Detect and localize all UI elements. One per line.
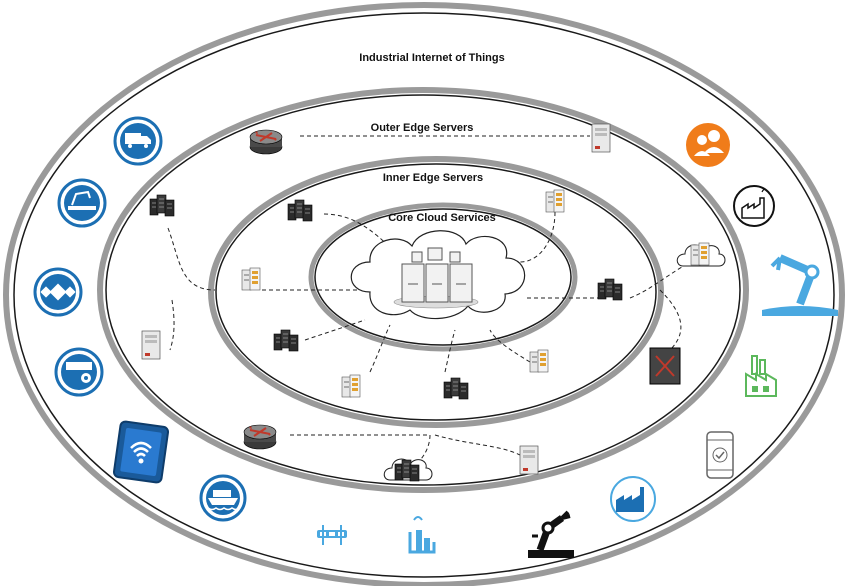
tower-server-icon [519, 445, 539, 475]
router-icon [243, 424, 277, 450]
inner-edge-ring-shadow [208, 156, 664, 428]
factory-blue-icon [610, 476, 656, 522]
tower-server-icon [591, 123, 611, 153]
router-icon [249, 129, 283, 155]
factory-gear-icon [54, 347, 104, 397]
server-rack-icon [241, 267, 261, 291]
connections [167, 135, 691, 461]
water-tank-icon [408, 516, 436, 554]
network-nodes-icon [317, 525, 347, 545]
outer-edge-label: Outer Edge Servers [371, 122, 474, 134]
factory-green-icon [745, 355, 777, 397]
switch-icon [649, 347, 681, 385]
outer-edge-ring-shadow [97, 87, 749, 493]
core-cloud-label: Core Cloud Services [388, 212, 496, 224]
server-rack-icon [529, 349, 549, 373]
cargo-ship-icon [199, 474, 247, 522]
server-devices [141, 123, 726, 482]
robot-arm-blue-icon [762, 254, 838, 316]
inner-edge-label: Inner Edge Servers [383, 172, 483, 184]
smartphone-check-icon [706, 431, 734, 479]
iiot-ring-shadow [3, 2, 845, 586]
delivery-truck-icon [113, 116, 163, 166]
iiot-label: Industrial Internet of Things [359, 52, 504, 64]
factory-outline-icon [733, 185, 775, 227]
tower-server-icon [141, 330, 161, 360]
satellite-icon [33, 267, 83, 317]
server-rack-icon [545, 189, 565, 213]
users-group-icon [686, 123, 730, 167]
core-cloud [350, 230, 526, 320]
robot-arm-black-icon [528, 510, 574, 558]
server-rack-icon [341, 374, 361, 398]
iiot-devices [33, 116, 838, 558]
core-server-cluster-icon [393, 247, 479, 309]
core-cloud-ring-shadow [308, 202, 578, 352]
conveyor-robot-icon [57, 178, 107, 228]
wifi-tablet-icon [112, 420, 170, 484]
